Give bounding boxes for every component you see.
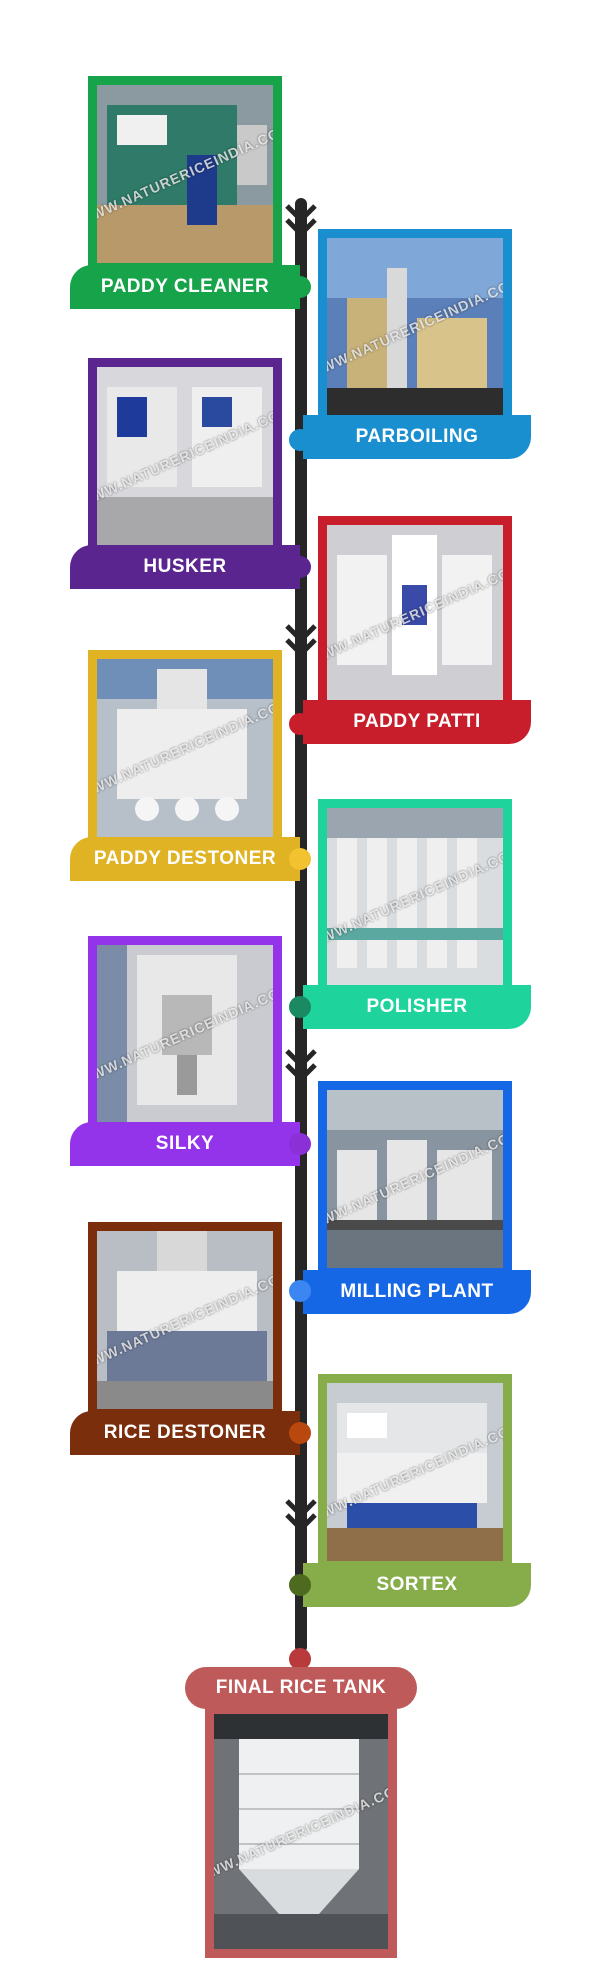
stage-dot-parboiling [289, 429, 311, 451]
milling-plant-photo: WWW.NATURERICEINDIA.COM [318, 1081, 512, 1277]
stage-dot-milling-plant [289, 1280, 311, 1302]
paddy-destoner-photo: WWW.NATURERICEINDIA.COM [88, 650, 282, 846]
stage-dot-sortex [289, 1574, 311, 1596]
chevron-down-icon [281, 1495, 321, 1535]
sortex-photo: WWW.NATURERICEINDIA.COM [318, 1374, 512, 1570]
stage-label-sortex: SORTEX [303, 1563, 531, 1607]
stage-dot-final-rice-tank [289, 1648, 311, 1670]
stage-label-paddy-cleaner: PADDY CLEANER [70, 265, 300, 309]
stage-label-parboiling: PARBOILING [303, 415, 531, 459]
stage-label-milling-plant: MILLING PLANT [303, 1270, 531, 1314]
final-rice-tank-photo: WWW.NATURERICEINDIA.COM [205, 1705, 397, 1958]
rice-destoner-photo: WWW.NATURERICEINDIA.COM [88, 1222, 282, 1418]
stage-dot-silky [289, 1133, 311, 1155]
parboiling-photo: WWW.NATURERICEINDIA.COM [318, 229, 512, 425]
husker-photo: WWW.NATURERICEINDIA.COM [88, 358, 282, 554]
stage-label-husker: HUSKER [70, 545, 300, 589]
chevron-down-icon [281, 620, 321, 660]
paddy-patti-photo: WWW.NATURERICEINDIA.COM [318, 516, 512, 712]
chevron-down-icon [281, 1045, 321, 1085]
stage-label-paddy-destoner: PADDY DESTONER [70, 837, 300, 881]
stage-label-final-rice-tank: FINAL RICE TANK [185, 1667, 417, 1709]
polisher-photo: WWW.NATURERICEINDIA.COM [318, 799, 512, 995]
stage-dot-paddy-cleaner [289, 276, 311, 298]
silky-photo: WWW.NATURERICEINDIA.COM [88, 936, 282, 1132]
stage-label-polisher: POLISHER [303, 985, 531, 1029]
stage-dot-polisher [289, 996, 311, 1018]
stage-dot-rice-destoner [289, 1422, 311, 1444]
chevron-down-icon [281, 200, 321, 240]
stage-label-rice-destoner: RICE DESTONER [70, 1411, 300, 1455]
stage-label-silky: SILKY [70, 1122, 300, 1166]
stage-dot-paddy-destoner [289, 848, 311, 870]
paddy-cleaner-photo: WWW.NATURERICEINDIA.COM [88, 76, 282, 272]
stage-label-paddy-patti: PADDY PATTI [303, 700, 531, 744]
stage-dot-husker [289, 556, 311, 578]
stage-dot-paddy-patti [289, 713, 311, 735]
